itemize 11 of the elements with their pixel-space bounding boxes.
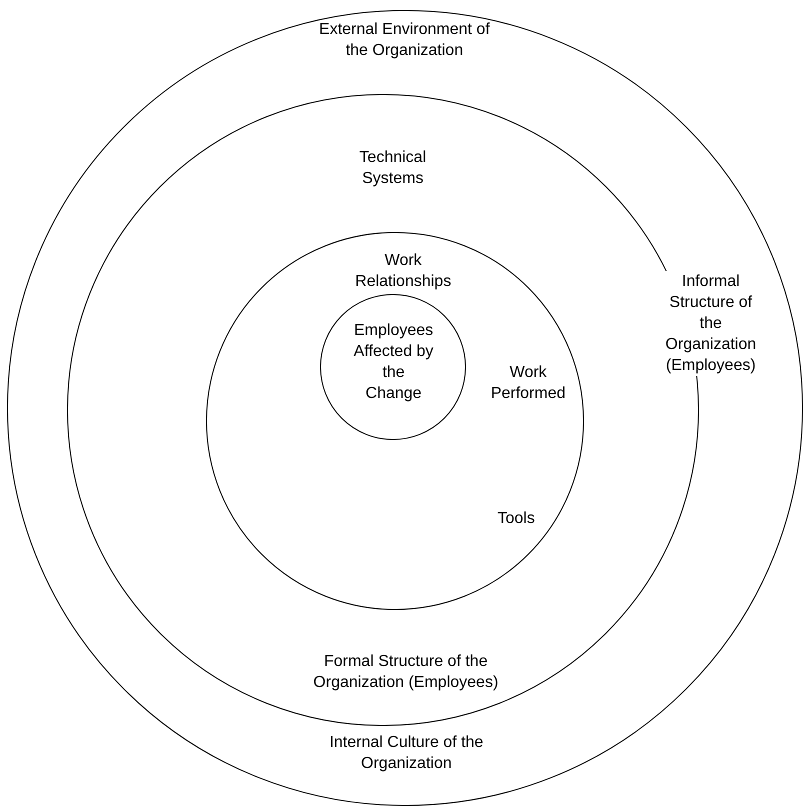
circle <box>206 232 584 610</box>
ring-label: External Environment of the Organization <box>318 20 491 62</box>
ring-label: Formal Structure of the Organization (Employees) <box>312 652 500 693</box>
circle <box>320 294 466 440</box>
ring-label: Work Relationships <box>354 251 452 292</box>
circle-label: Employees Affected by the Change <box>354 320 434 404</box>
ring-label: Technical Systems <box>358 148 428 189</box>
circle <box>7 10 803 806</box>
ring-label: Tools <box>496 509 536 530</box>
ring-label: Internal Culture of the Organization <box>328 733 484 774</box>
ring-label: Work Performed <box>490 363 567 404</box>
